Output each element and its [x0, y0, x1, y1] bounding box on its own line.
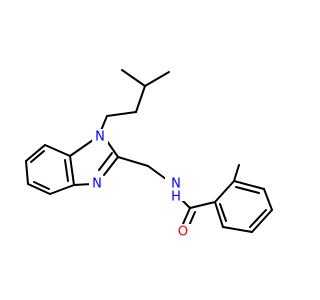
bond-methyl-top-right	[144, 71, 170, 87]
bond-chain-2	[106, 111, 137, 117]
bond-c3a-c7a	[69, 155, 75, 186]
oxygen-label-background	[174, 224, 192, 240]
nitrogen-atom-label: N	[95, 130, 105, 145]
bond-aryl-6-inner	[219, 203, 227, 222]
bond-n1-c7a	[69, 139, 94, 157]
bond-c5-c4	[27, 183, 51, 195]
bond-aryl-methyl	[233, 164, 240, 182]
bond-carbonyl-oxygen-a	[182, 207, 191, 225]
bond-aryl-6	[214, 201, 224, 228]
bonds	[25, 69, 273, 233]
bond-n1-c2	[106, 140, 119, 158]
bond-c7a-c7	[44, 144, 71, 157]
n3-label-background	[89, 176, 105, 192]
bond-c3a-c7a-inner	[64, 159, 69, 182]
bond-aryl-4-inner	[249, 209, 267, 228]
nh-label-background	[165, 176, 187, 201]
bond-c2-n3-double-a	[103, 156, 119, 176]
bond-methyl-top-left	[121, 69, 146, 87]
bond-aryl-4	[251, 209, 273, 233]
n1-label-background	[92, 129, 108, 145]
bond-aryl-5	[222, 226, 253, 233]
nitrogen-atom-label: N	[92, 177, 102, 192]
oxygen-atom-label: O	[178, 225, 188, 240]
bond-c5-c4-inner	[33, 181, 50, 190]
bond-linker-1	[117, 156, 149, 167]
atom-labels: N N N H O	[89, 129, 192, 240]
bond-c2-n3-double-b	[98, 152, 113, 171]
bond-aryl-1	[214, 180, 235, 203]
bond-aryl-2	[233, 180, 265, 190]
bond-c7-c6	[25, 144, 46, 162]
bond-c4-c3a	[49, 184, 75, 195]
molecule-diagram: N N N H O	[25, 69, 273, 240]
bond-c7-c6-inner	[30, 150, 45, 163]
bond-aryl-2-inner	[235, 186, 260, 194]
bond-chain-1	[135, 85, 146, 113]
bond-c6-c5	[25, 160, 29, 185]
molecule-canvas: N N N H O	[25, 69, 273, 240]
bond-carbonyl-aryl	[189, 201, 216, 209]
amide-nitrogen-atom-label: N	[171, 177, 181, 192]
bond-aryl-3	[263, 188, 273, 211]
amide-hydrogen-atom-label: H	[171, 190, 181, 205]
